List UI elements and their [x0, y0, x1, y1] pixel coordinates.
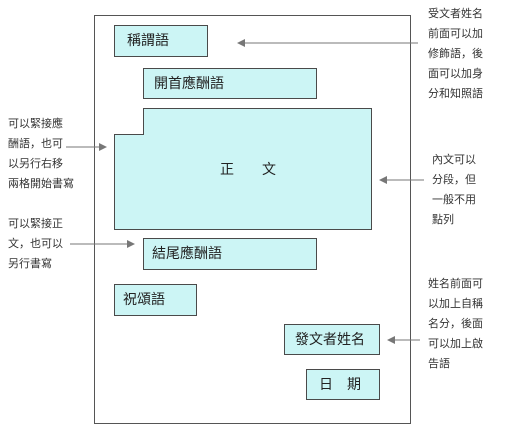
- opening-greeting-box: 開首應酬語: [143, 68, 317, 99]
- opening-note: 可以緊接應 酬語，也可 以另行右移 兩格開始書寫: [8, 117, 74, 190]
- salutation-label: 稱謂語: [127, 33, 169, 49]
- opening-greeting-label: 開首應酬語: [154, 75, 224, 92]
- body-box-shape: [114, 108, 372, 230]
- closing-greeting-label: 結尾應酬語: [152, 246, 222, 262]
- blessing-label: 祝頌語: [123, 292, 165, 308]
- salutation-note: 受文者姓名 前面可以加 修飾語，後 面可以加身 分和知照語: [428, 7, 483, 100]
- sender-name-box: 發文者姓名: [284, 324, 380, 355]
- body-note: 內文可以 分段，但 一般不用 點列: [432, 153, 476, 226]
- blessing-box: 祝頌語: [114, 284, 197, 316]
- date-box: 日 期: [306, 369, 380, 400]
- sender-note: 姓名前面可 以加上自稱 名分，後面 可以加上啟 告語: [428, 277, 483, 370]
- date-label: 日 期: [319, 376, 361, 393]
- body-label: 正 文: [220, 162, 276, 178]
- closing-greeting-box: 結尾應酬語: [143, 238, 317, 270]
- salutation-box: 稱謂語: [114, 25, 208, 57]
- closing-note: 可以緊接正 文，也可以 另行書寫: [8, 217, 63, 270]
- sender-name-label: 發文者姓名: [295, 331, 365, 348]
